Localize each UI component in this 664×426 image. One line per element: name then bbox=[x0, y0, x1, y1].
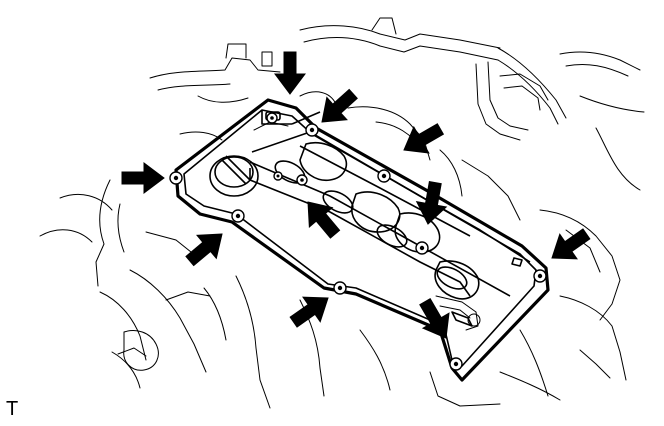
bolt-1 bbox=[169, 171, 183, 185]
solid-black-arrow-icon bbox=[284, 285, 338, 335]
solid-black-arrow-icon bbox=[296, 191, 347, 245]
bolt-2 bbox=[266, 112, 278, 124]
bolt-7 bbox=[415, 241, 429, 255]
gasket-outline bbox=[174, 98, 550, 382]
solid-black-arrow-icon bbox=[179, 222, 233, 273]
bolt-4 bbox=[377, 169, 391, 183]
solid-black-arrow-icon bbox=[121, 162, 165, 194]
solid-black-arrow-icon bbox=[274, 51, 306, 95]
engine-background-linework bbox=[39, 17, 645, 409]
bolt-5 bbox=[231, 209, 245, 223]
bolt-9 bbox=[333, 281, 347, 295]
solid-black-arrow-icon bbox=[311, 82, 364, 134]
bolt-group bbox=[169, 112, 547, 371]
oil-filler-cap bbox=[209, 155, 259, 197]
bolt-11 bbox=[273, 171, 283, 181]
bolt-3 bbox=[305, 123, 319, 137]
bolt-8 bbox=[533, 269, 547, 283]
bolt-10 bbox=[449, 357, 463, 371]
solid-black-arrow-icon bbox=[396, 115, 449, 164]
bolt-6 bbox=[296, 174, 308, 186]
valve-cover-body bbox=[174, 98, 550, 382]
corner-mark: T bbox=[6, 398, 19, 420]
